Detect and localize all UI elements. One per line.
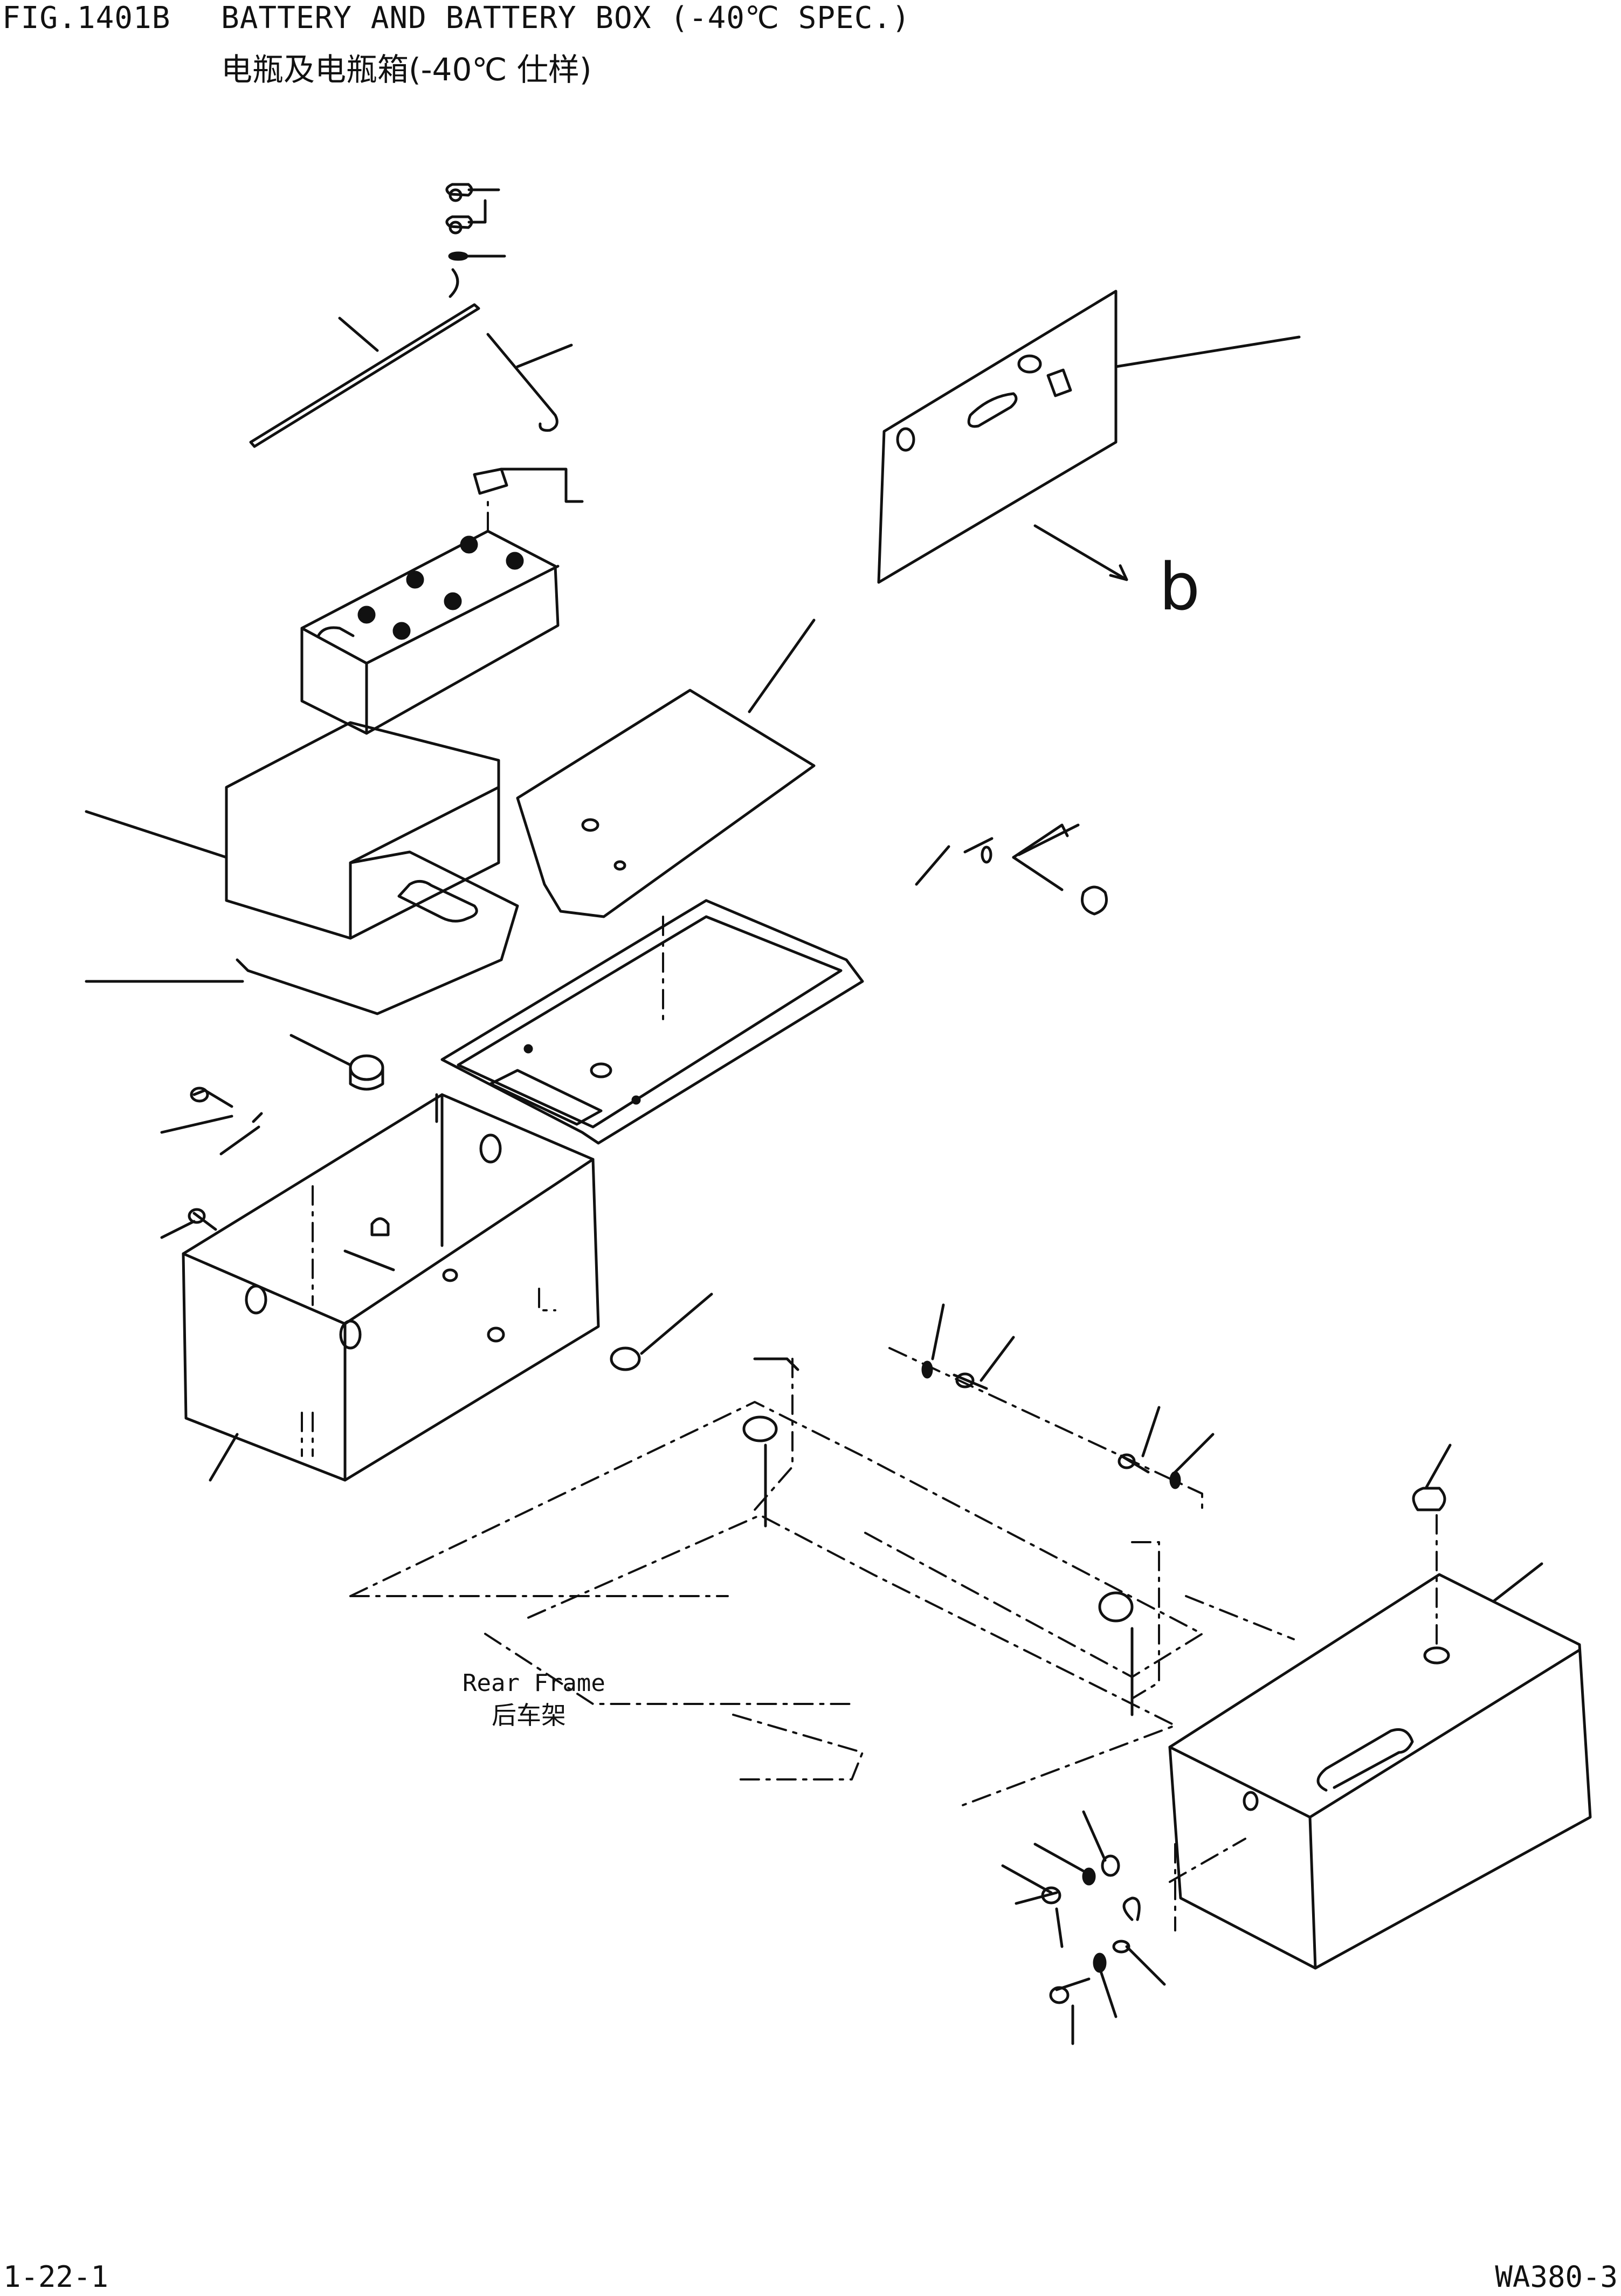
machine-model: WA380-3 (1495, 2260, 1618, 2294)
rear-frame-label-chinese: 后车架 (492, 1701, 566, 1730)
battery-hold-bar (249, 303, 480, 448)
figure-title-chinese: 电瓶及电瓶箱(-40℃ 仕样) (221, 51, 592, 88)
insulating-plate (516, 618, 816, 918)
fasteners-bottom-right (1001, 1810, 1246, 2045)
figure-title-english: BATTERY AND BATTERY BOX (-40℃ SPEC.) (221, 1, 910, 36)
battery-box-tray (440, 899, 864, 1145)
battery-box-body (182, 1093, 600, 1482)
rear-frame-label-english: Rear Frame (463, 1669, 605, 1697)
figure-number: FIG.1401B (2, 1, 171, 36)
page-number: 1-22-1 (3, 2260, 109, 2294)
j-bolt (486, 333, 573, 432)
fasteners-right (915, 823, 1215, 1489)
cable-terminals-group (445, 183, 506, 298)
second-battery-box (1168, 1443, 1592, 1970)
rear-frame-outline (349, 1347, 1295, 1807)
battery-box-liner (85, 721, 519, 1015)
callout-label-b: b (1159, 550, 1201, 625)
fasteners-left (160, 1034, 713, 1371)
battery-box-cover-panel (877, 290, 1301, 584)
battery (300, 468, 584, 735)
